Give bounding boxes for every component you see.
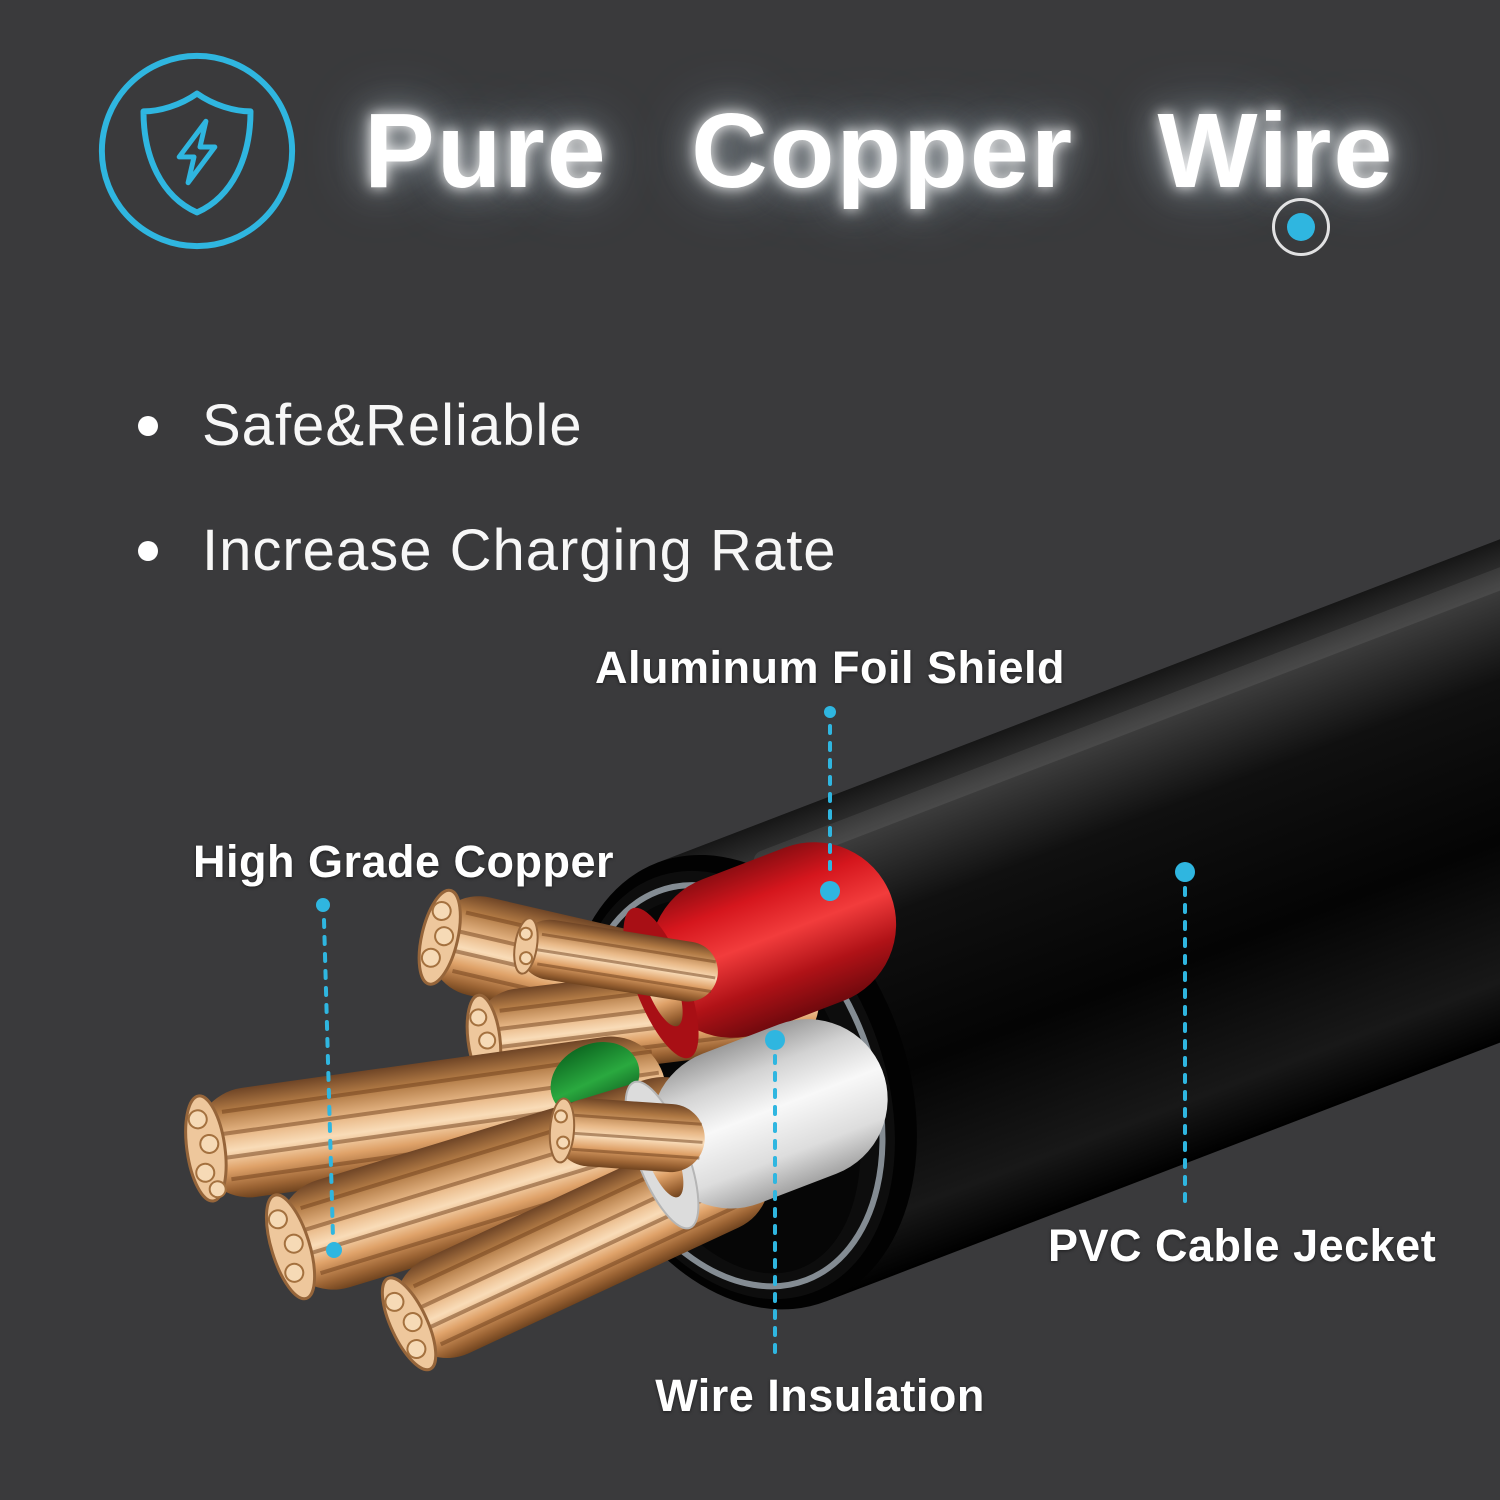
leader-dot-pvc-anchor [1175, 862, 1195, 882]
callout-high-grade-copper: High Grade Copper [193, 836, 615, 887]
leader-dot-insulation-anchor [765, 1030, 785, 1050]
shield-lightning-icon [98, 52, 296, 250]
accent-dot-icon [1272, 198, 1330, 256]
bullet-icon [138, 540, 158, 561]
callout-wire-insulation: Wire Insulation [655, 1370, 985, 1421]
feature-item: Increase Charging Rate [138, 517, 837, 584]
jacket-gloss [753, 363, 1500, 873]
accent-dot [1287, 213, 1315, 241]
leader-dot-copper-anchor [326, 1242, 342, 1258]
feature-item: Safe&Reliable [138, 392, 837, 459]
callout-pvc-cable-jacket: PVC Cable Jecket [1048, 1220, 1437, 1271]
leader-dot-copper-top [316, 898, 330, 912]
header: Pure Copper Wire [88, 42, 1394, 260]
feature-label: Safe&Reliable [202, 393, 583, 458]
leader-dot-aluminum-anchor [820, 881, 840, 901]
feature-label: Increase Charging Rate [202, 518, 837, 583]
page-title: Pure Copper Wire [364, 91, 1395, 210]
accent-ring [1272, 198, 1330, 256]
copper-strand-bundle [548, 1097, 705, 1173]
callout-aluminum-foil-shield: Aluminum Foil Shield [595, 642, 1065, 693]
pvc-jacket [657, 303, 1500, 1302]
leader-dot-aluminum-top [824, 706, 836, 718]
leader-line-high-grade-copper [322, 918, 335, 1240]
copper-strand-bundle [184, 1036, 666, 1203]
copper-strand-bundle [513, 917, 718, 1002]
bullet-icon [138, 415, 158, 436]
feature-list: Safe&Reliable Increase Charging Rate [138, 392, 837, 642]
